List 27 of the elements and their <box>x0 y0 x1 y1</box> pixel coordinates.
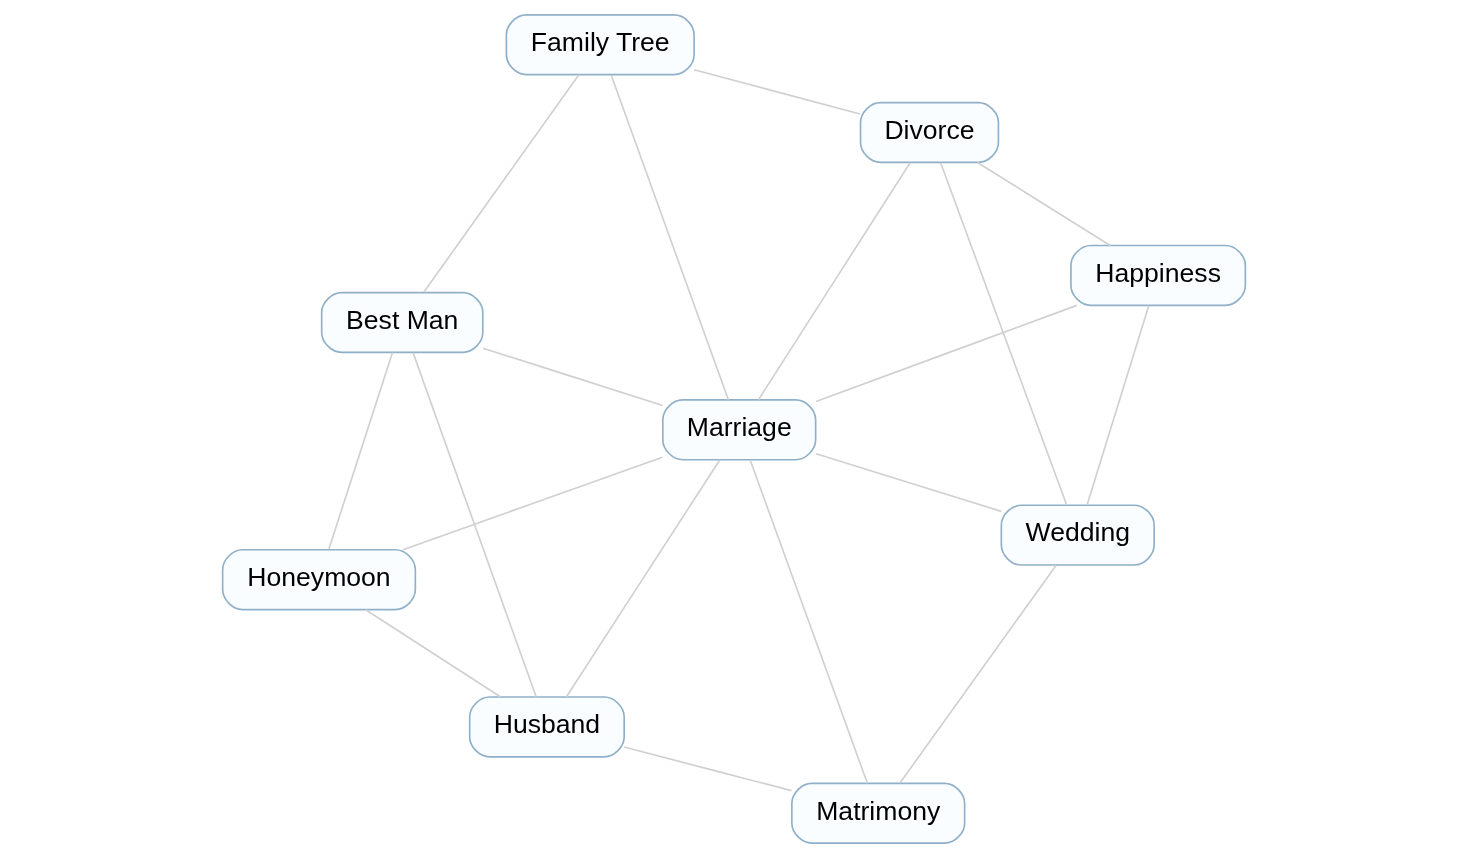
connector <box>481 347 663 407</box>
connector <box>609 74 729 401</box>
node-box: Best Man <box>320 291 484 354</box>
connector <box>814 304 1078 403</box>
node-box: Divorce <box>859 101 999 164</box>
node-box: Matrimony <box>790 782 965 845</box>
connector <box>757 161 911 401</box>
connector <box>401 456 663 551</box>
node-box: Happiness <box>1069 244 1246 307</box>
node-box: Wedding <box>1000 504 1155 566</box>
connector <box>327 351 393 550</box>
connector <box>565 459 721 698</box>
connector <box>364 608 501 698</box>
connector <box>411 352 537 698</box>
node-box: Honeymoon <box>221 548 416 611</box>
connector <box>898 564 1057 784</box>
connector <box>939 161 1067 506</box>
connector <box>814 452 1002 513</box>
node-box: Marriage <box>661 399 816 461</box>
node-box: Family Tree <box>505 14 695 76</box>
connector <box>1085 304 1150 506</box>
connector <box>976 161 1111 247</box>
connector <box>748 459 868 785</box>
connector <box>692 68 861 115</box>
connector <box>422 74 580 294</box>
connector <box>622 746 792 792</box>
node-box: Husband <box>468 696 625 758</box>
